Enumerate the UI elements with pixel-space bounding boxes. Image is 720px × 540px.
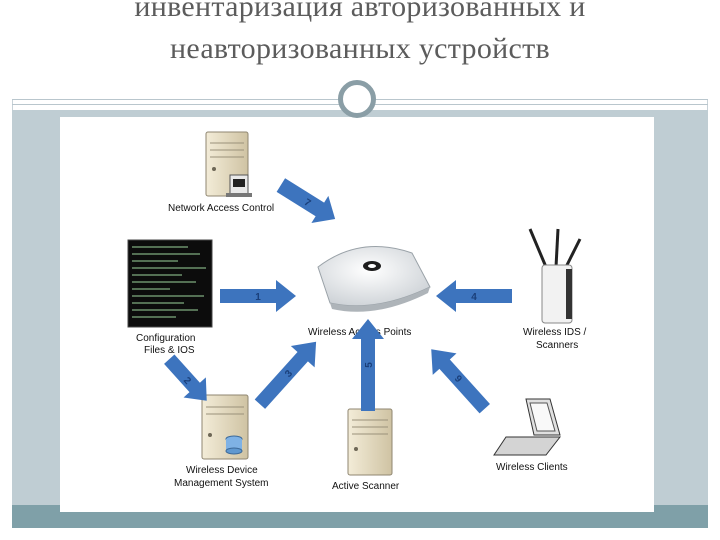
decorative-ring-icon: [338, 80, 376, 118]
arrow-5: [352, 319, 384, 411]
access-point-icon: [317, 246, 431, 312]
arrow-3-label: 3: [283, 368, 295, 380]
diagram-canvas: Network Access Control Configuration Fil…: [127, 131, 587, 492]
title-line-2: неавторизованных устройств: [169, 32, 550, 65]
active-scanner-icon: [347, 408, 393, 476]
ids-label-line1: Wireless IDS /: [523, 327, 587, 338]
wdms-label-line1: Wireless Device: [186, 465, 258, 476]
nac-label: Network Access Control: [168, 203, 274, 214]
wdms-label-line2: Management System: [174, 478, 269, 489]
arrow-6-label: 6: [453, 372, 465, 384]
wdms-server-icon: [201, 394, 249, 460]
arrow-4: [436, 280, 512, 312]
arrow-2: [164, 354, 207, 401]
arrow-5-label: 5: [364, 362, 375, 368]
title-line-1: инвентаризация авторизованных и: [134, 0, 586, 23]
config-label-line1: Configuration: [136, 333, 195, 344]
ids-label-line2: Scanners: [536, 340, 578, 351]
arrow-2-label: 2: [181, 375, 193, 387]
slide-title: инвентаризация авторизованных и неавтори…: [12, 0, 708, 70]
arrow-4-label: 4: [471, 292, 477, 303]
arrow-3: [254, 341, 317, 409]
network-diagram: Network Access Control Configuration Fil…: [60, 117, 654, 512]
ids-router-icon: [528, 228, 582, 324]
nac-server-icon: [205, 131, 252, 197]
clients-label: Wireless Clients: [496, 462, 568, 473]
arrow-6: [431, 349, 490, 414]
arrow-1-label: 1: [255, 292, 261, 303]
arrow-7-label: 7: [302, 197, 313, 210]
title-area: инвентаризация авторизованных и неавтори…: [12, 0, 708, 100]
config-label-line2: Files & IOS: [144, 345, 195, 356]
laptop-icon: [493, 398, 562, 456]
arrow-1: [220, 280, 296, 312]
arrow-7: [276, 178, 336, 223]
config-terminal-icon: [127, 239, 213, 328]
scanner-label: Active Scanner: [332, 481, 400, 492]
